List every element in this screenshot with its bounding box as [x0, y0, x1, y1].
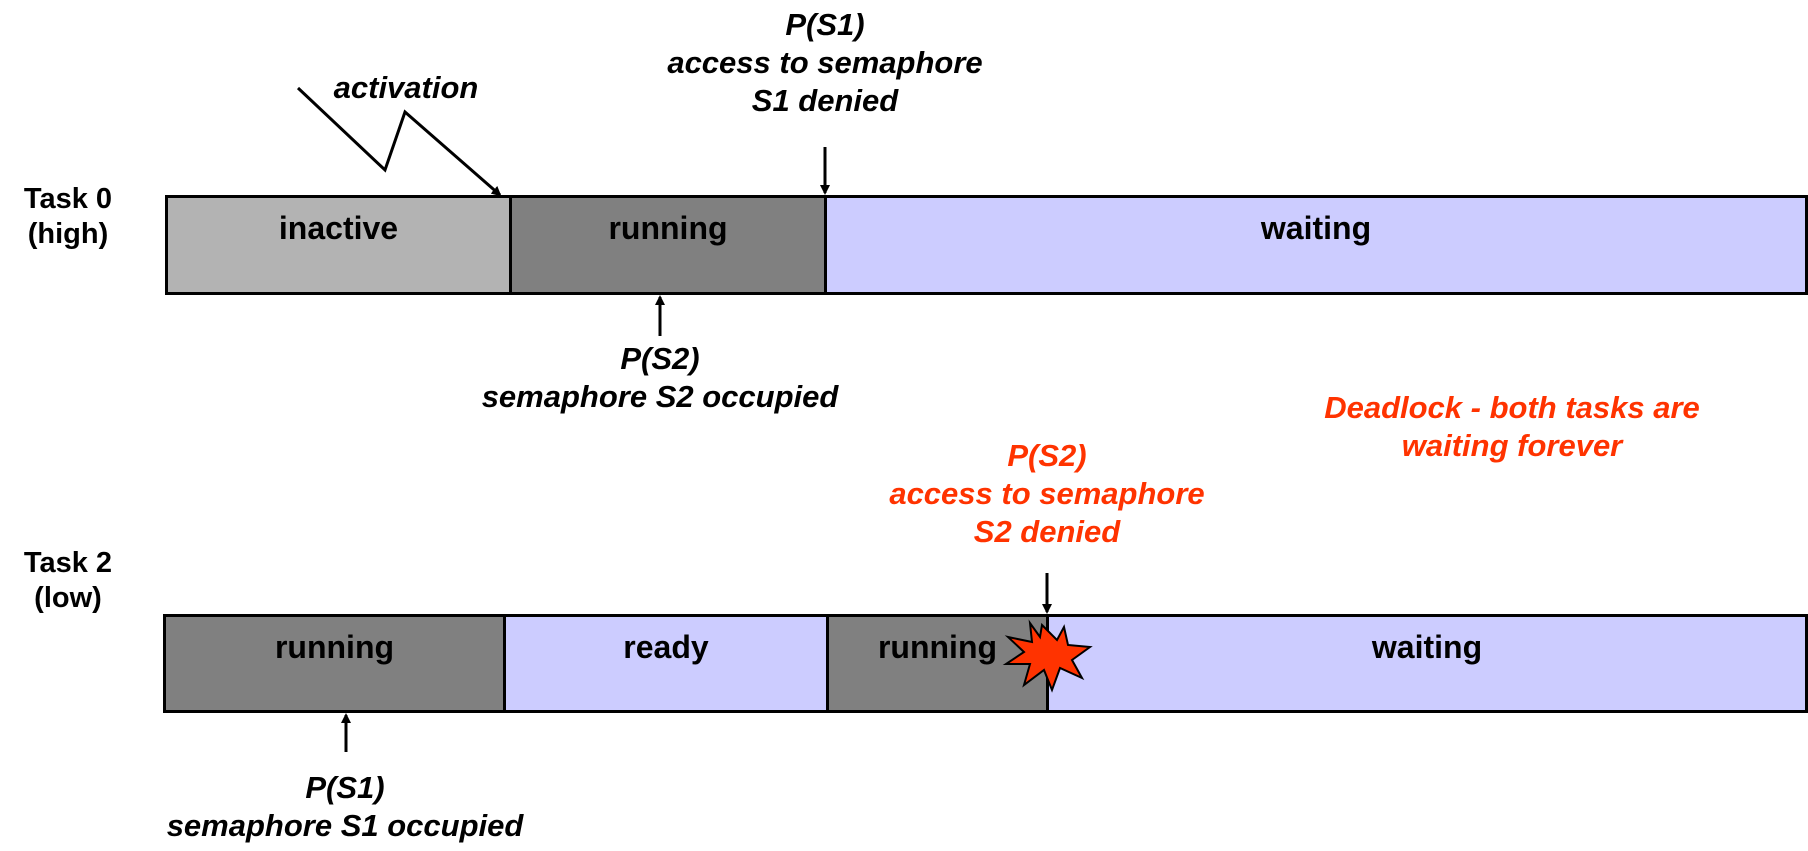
deadlock-line1: Deadlock - both tasks are	[1324, 390, 1700, 425]
task0-label: Task 0 (high)	[8, 182, 128, 252]
task2-ps1-line2: semaphore S1 occupied	[166, 808, 524, 843]
task2-label-name: Task 2	[23, 547, 113, 579]
task2-ps1-annotation: P(S1) semaphore S1 occupied	[120, 769, 570, 845]
task0-segment-inactive: inactive	[165, 195, 512, 295]
task2-label: Task 2 (low)	[8, 546, 128, 616]
task0-ps1-annotation: P(S1) access to semaphore S1 denied	[640, 6, 1010, 120]
task0-ps1-title: P(S1)	[785, 7, 865, 42]
task0-segment-waiting: waiting	[824, 195, 1808, 295]
task0-ps2-title: P(S2)	[620, 341, 700, 376]
task0-label-name: Task 0	[23, 183, 113, 215]
task0-ps1-line2: access to semaphore	[667, 45, 983, 80]
activation-label: activation	[333, 70, 479, 105]
task2-segment-running-1: running	[163, 614, 506, 713]
task0-label-priority: (high)	[27, 218, 109, 250]
task0-ps2-line2: semaphore S2 occupied	[481, 379, 839, 414]
task2-ps1-title: P(S1)	[305, 770, 385, 805]
task2-ps2-line2: access to semaphore	[889, 476, 1205, 511]
explosion-icon	[1002, 619, 1093, 693]
lightning-arrow-icon	[296, 86, 502, 197]
task2-ps2-title: P(S2)	[1007, 438, 1087, 473]
task2-ps2-annotation: P(S2) access to semaphore S2 denied	[862, 437, 1232, 551]
task2-label-priority: (low)	[34, 582, 102, 614]
task2-ps2-line3: S2 denied	[973, 514, 1121, 549]
task0-ps2-annotation: P(S2) semaphore S2 occupied	[420, 340, 900, 416]
task0-ps1-line3: S1 denied	[751, 83, 899, 118]
deadlock-line2: waiting forever	[1401, 428, 1623, 463]
deadlock-message: Deadlock - both tasks are waiting foreve…	[1262, 389, 1762, 465]
